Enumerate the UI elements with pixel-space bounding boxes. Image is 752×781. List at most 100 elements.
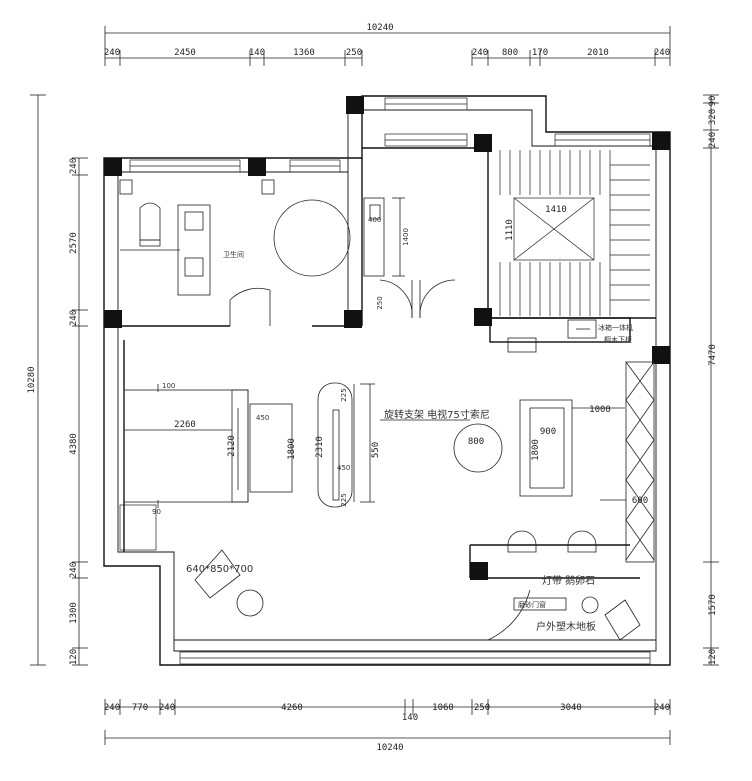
bathroom-label: 卫生间 — [223, 250, 244, 259]
left-seg-4: 240 — [69, 562, 79, 578]
sofa — [519, 399, 573, 497]
bottom-seg-2: 240 — [159, 703, 175, 713]
left-seg-2: 240 — [69, 310, 79, 326]
top-total-dim: 10240 — [366, 23, 393, 33]
outdoor-area — [487, 589, 641, 641]
stair-depth: 1110 — [505, 219, 515, 241]
bed-gap-bottom: 90 — [152, 508, 161, 516]
stair-width: 1410 — [545, 205, 567, 215]
tv-225-top: 225 — [340, 388, 348, 401]
top-seg-9: 240 — [654, 48, 670, 58]
hall-storage — [363, 197, 456, 319]
columns — [104, 96, 670, 580]
top-seg-7: 170 — [532, 48, 548, 58]
bench-length: 1800 — [287, 438, 297, 460]
right-seg-1: 320 — [708, 109, 718, 125]
top-seg-8: 2010 — [587, 48, 609, 58]
bottom-seg-7: 3040 — [560, 703, 582, 713]
tv-width: 550 — [371, 442, 381, 458]
dim-250: 250 — [376, 296, 384, 309]
right-seg-0: 90 — [708, 96, 718, 107]
round-bathtub — [273, 199, 351, 277]
left-dimensions — [30, 94, 88, 666]
top-seg-0: 240 — [104, 48, 120, 58]
bottom-seg-6: 250 — [474, 703, 490, 713]
side-table — [236, 589, 264, 617]
left-seg-6: 120 — [69, 649, 79, 665]
top-seg-5: 240 — [472, 48, 488, 58]
bar-stool-2 — [567, 530, 597, 553]
left-seg-5: 1300 — [69, 602, 79, 624]
top-dimensions — [104, 26, 671, 66]
tv-450: 450 — [337, 464, 350, 472]
sofa-length: 1800 — [531, 439, 541, 461]
coffee-table — [453, 423, 503, 473]
cabinet-note-1: 冰箱一体机 — [598, 323, 633, 332]
bed-length: 2260 — [174, 420, 196, 430]
bar-stool-1 — [507, 530, 537, 553]
sofa-depth: 1000 — [589, 405, 611, 415]
top-seg-6: 800 — [502, 48, 518, 58]
left-seg-3: 4380 — [69, 433, 79, 455]
nightstand-dim: 450 — [256, 414, 269, 422]
bottom-seg-1: 770 — [132, 703, 148, 713]
tv-stand-label: 旋转支架 电视75寸索尼 — [384, 408, 490, 421]
light-strip-label: 灯带 鹅卵石 — [542, 574, 595, 587]
vanity-cabinet — [177, 204, 211, 296]
dim-400: 400 — [368, 216, 381, 224]
window-tag-box — [513, 597, 567, 611]
right-segment-labels: 90 320 240 7470 1570 120 — [708, 96, 718, 666]
dim-1400: 1400 — [402, 228, 410, 246]
bottom-seg-4: 140 — [402, 713, 418, 723]
cabinet-600: 600 — [632, 496, 648, 506]
bottom-segment-labels: 240 770 240 4260 140 1060 250 3040 240 — [104, 703, 670, 723]
coffee-table-dim: 800 — [468, 437, 484, 447]
right-seg-5: 120 — [708, 649, 718, 665]
sink-icon-1 — [184, 211, 204, 231]
bottom-seg-0: 240 — [104, 703, 120, 713]
left-segment-labels: 240 2570 240 4380 240 1300 120 — [69, 158, 79, 665]
sofa-seat: 900 — [540, 427, 556, 437]
stair-void — [513, 197, 595, 261]
top-seg-2: 140 — [249, 48, 265, 58]
right-seg-2: 240 — [708, 132, 718, 148]
fridge-icon — [567, 319, 597, 339]
stairs — [499, 150, 650, 316]
lounge-chair — [194, 549, 241, 599]
left-seg-0: 240 — [69, 158, 79, 174]
bottom-seg-5: 1060 — [432, 703, 454, 713]
bed-width: 2120 — [227, 435, 237, 457]
bathroom — [119, 179, 351, 326]
bottom-seg-8: 240 — [654, 703, 670, 713]
right-seg-4: 1570 — [708, 594, 718, 616]
outlet-icon-1 — [119, 179, 133, 195]
left-seg-1: 2570 — [69, 232, 79, 254]
tv-length: 2310 — [315, 436, 325, 458]
outdoor-floor-label: 户外塑木地板 — [536, 620, 596, 633]
right-dimensions — [703, 94, 719, 666]
bottom-seg-3: 4260 — [281, 703, 303, 713]
tv-225-bottom: 225 — [340, 493, 348, 506]
chair-size-label: 640*850*700 — [186, 564, 253, 575]
top-seg-1: 2450 — [174, 48, 196, 58]
bottom-dimensions — [104, 699, 671, 745]
outlet-icon-2 — [261, 179, 275, 195]
bench — [249, 403, 293, 493]
bottom-total-dim: 10240 — [376, 743, 403, 753]
bedroom — [123, 382, 470, 617]
sink-icon-2 — [184, 257, 204, 277]
toilet-icon — [139, 202, 161, 241]
outdoor-chair — [604, 599, 641, 641]
living-area — [453, 361, 655, 563]
bed-gap-top: 100 — [162, 382, 175, 390]
left-total-dim: 10280 — [27, 366, 37, 393]
top-seg-4: 250 — [346, 48, 362, 58]
top-segment-labels: 240 2450 140 1360 250 240 800 170 2010 2… — [104, 48, 670, 58]
right-seg-3: 7470 — [708, 344, 718, 366]
top-seg-3: 1360 — [293, 48, 315, 58]
windows — [119, 97, 651, 665]
cabinet-note-2: 橱木下柜 — [604, 335, 632, 344]
tv-stand-platform — [317, 382, 353, 508]
storage-wall — [625, 361, 655, 563]
